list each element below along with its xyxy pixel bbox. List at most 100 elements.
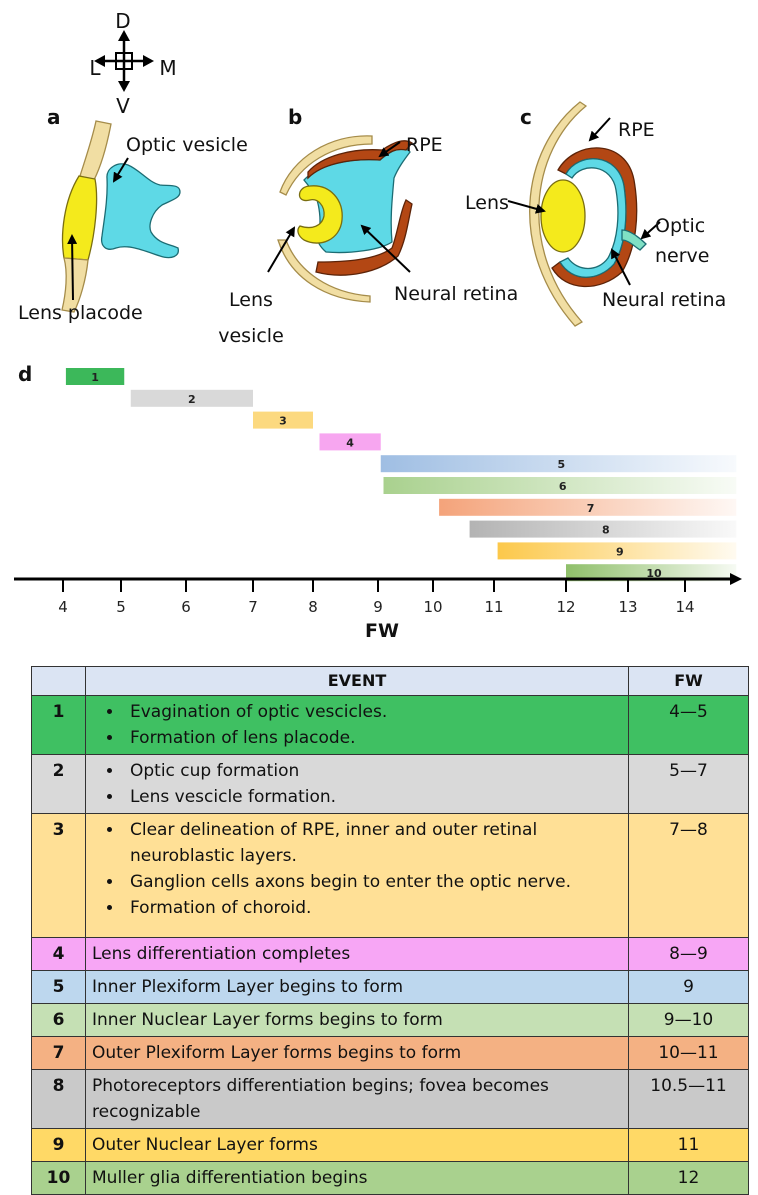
event-number: 2 [31, 754, 86, 814]
table-row: 1Evagination of optic vescicles.Formatio… [31, 695, 749, 755]
event-number: 9 [31, 1128, 86, 1162]
event-number: 8 [31, 1069, 86, 1129]
event-bullet-item: Evagination of optic vescicles. [124, 699, 622, 725]
timeline-bar-8 [469, 520, 737, 538]
timeline-bar-4 [319, 433, 381, 451]
event-fw: 12 [628, 1161, 749, 1195]
timeline-bar-label-5: 5 [558, 458, 566, 471]
compass-up-arrow-icon [118, 30, 130, 41]
table-row: 2Optic cup formationLens vescicle format… [31, 754, 749, 814]
event-description: Evagination of optic vescicles.Formation… [85, 695, 629, 755]
timeline-bar-label-9: 9 [616, 545, 624, 558]
timeline-tick-label-12: 12 [556, 598, 575, 616]
compass-ventral-label: V [116, 94, 130, 118]
lens-vesicle-label-line2: vesicle [218, 325, 284, 347]
panel-a-optic-vesicle-stage: a Optic vesicle Lens placode [18, 105, 248, 324]
timeline-tick-label-8: 8 [308, 598, 318, 616]
panel-a-letter: a [47, 105, 61, 129]
event-number: 4 [31, 937, 86, 971]
compass-medial-label: M [159, 56, 176, 80]
event-bullet-item: Formation of choroid. [124, 895, 622, 921]
timeline-axis-title: FW [365, 620, 399, 642]
surface-ectoderm-lower-b [277, 239, 371, 303]
eye-development-figure: D V L M a Optic vesicle Lens placode b R… [14, 9, 742, 642]
event-fw: 11 [628, 1128, 749, 1162]
optic-nerve-shape [621, 229, 647, 251]
timeline-bar-label-6: 6 [559, 480, 567, 493]
surface-ectoderm-upper-b [279, 135, 373, 196]
timeline-bar-label-7: 7 [587, 502, 595, 515]
surface-ectoderm-upper [79, 120, 112, 181]
timeline-bar-6 [383, 477, 737, 494]
timeline-bar-7 [439, 498, 737, 516]
event-number: 10 [31, 1161, 86, 1195]
timeline-bar-label-3: 3 [279, 415, 287, 428]
panel-c-mature-eye-stage: c RPE Lens Optic nerve Neural retina [465, 101, 726, 327]
timeline-tick-label-9: 9 [373, 598, 383, 616]
event-number: 1 [31, 695, 86, 755]
events-table: EVENT FW 1Evagination of optic vescicles… [31, 666, 749, 1195]
timeline-tick-label-7: 7 [248, 598, 258, 616]
event-number: 6 [31, 1003, 86, 1037]
surface-ectoderm-lower [61, 257, 89, 313]
orientation-compass: D V L M [89, 9, 176, 118]
compass-dorsal-label: D [115, 9, 130, 33]
panel-b-optic-cup-stage: b RPE Lens vesicle Neural retina [218, 105, 518, 347]
panel-b-letter: b [288, 105, 302, 129]
timeline-bar-3 [253, 411, 313, 429]
neural-retina-label-b: Neural retina [394, 283, 518, 305]
compass-left-arrow-icon [94, 55, 105, 67]
lens-placode-shape [61, 175, 98, 261]
event-description: Inner Plexiform Layer begins to form [85, 970, 629, 1004]
event-number: 5 [31, 970, 86, 1004]
lens-label-c: Lens [465, 192, 509, 214]
timeline-tick-label-5: 5 [116, 598, 126, 616]
rpe-shape-lower-b [315, 199, 413, 276]
optic-vesicle-shape [100, 163, 181, 259]
event-number: 3 [31, 813, 86, 938]
timeline-bar-label-4: 4 [346, 436, 354, 449]
table-header-row: EVENT FW [31, 666, 749, 696]
neural-retina-shape-c [559, 158, 627, 278]
timeline-tick-label-4: 4 [58, 598, 68, 616]
timeline-tick-label-14: 14 [675, 598, 694, 616]
event-description: Lens differentiation completes [85, 937, 629, 971]
compass-down-arrow-icon [118, 81, 130, 92]
event-bullet-item: Lens vescicle formation. [124, 784, 622, 810]
event-description: Photoreceptors differentiation begins; f… [85, 1069, 629, 1129]
event-fw: 10—11 [628, 1036, 749, 1070]
lens-vesicle-label-line1: Lens [229, 289, 273, 311]
event-bullet-list: Evagination of optic vescicles.Formation… [92, 699, 622, 751]
lens-placode-label: Lens placode [18, 302, 143, 324]
compass-right-arrow-icon [143, 55, 154, 67]
header-event: EVENT [85, 666, 629, 696]
lens-vesicle-shape [297, 185, 343, 244]
lens-shape-c [540, 179, 586, 253]
optic-nerve-label-line2: nerve [655, 245, 709, 267]
event-fw: 7—8 [628, 813, 749, 938]
event-fw: 5—7 [628, 754, 749, 814]
timeline-tick-label-6: 6 [181, 598, 191, 616]
timeline-tick-label-11: 11 [484, 598, 503, 616]
event-description: Outer Plexiform Layer forms begins to fo… [85, 1036, 629, 1070]
timeline-bar-label-10: 10 [646, 567, 662, 580]
header-fw: FW [628, 666, 749, 696]
timeline-tick-label-10: 10 [423, 598, 442, 616]
timeline-bar-9 [497, 542, 737, 560]
timeline-bar-label-1: 1 [91, 371, 99, 384]
table-row: 3Clear delineation of RPE, inner and out… [31, 813, 749, 938]
optic-vesicle-label: Optic vesicle [126, 134, 248, 156]
timeline-bar-1 [65, 368, 125, 385]
event-fw: 4—5 [628, 695, 749, 755]
event-description: Muller glia differentiation begins [85, 1161, 629, 1195]
panel-c-letter: c [520, 105, 532, 129]
timeline-axis-arrow-icon [730, 573, 742, 585]
neural-retina-label-c: Neural retina [602, 289, 726, 311]
